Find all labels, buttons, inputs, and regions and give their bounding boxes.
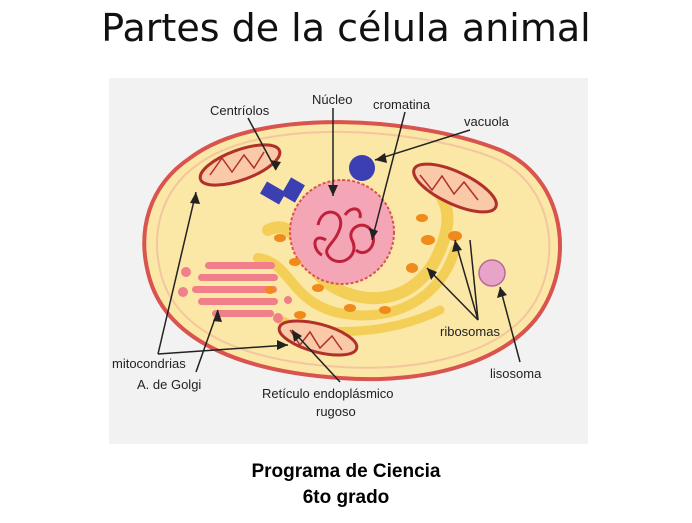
label-lisosoma: lisosoma xyxy=(490,366,542,381)
label-reticulo-line1: Retículo endoplásmico xyxy=(262,386,394,401)
mitochondrion-top-left xyxy=(198,143,282,187)
label-reticulo-line2: rugoso xyxy=(316,404,356,419)
label-cromatina: cromatina xyxy=(373,97,431,112)
footer-line2: 6to grado xyxy=(302,487,390,508)
label-golgi: A. de Golgi xyxy=(137,377,201,392)
label-centriolos: Centríolos xyxy=(210,103,270,118)
nucleus xyxy=(289,179,395,285)
label-ribosomas: ribosomas xyxy=(440,324,500,339)
lysosome xyxy=(478,259,506,287)
footer-line1: Programa de Ciencia xyxy=(251,461,441,482)
label-vacuola: vacuola xyxy=(464,114,510,129)
ribosomes xyxy=(265,214,462,319)
label-mitocondrias: mitocondrias xyxy=(112,356,186,371)
chromatin xyxy=(313,207,362,257)
vacuole xyxy=(349,155,375,181)
centrioles xyxy=(259,177,305,205)
mitochondrion-top-right xyxy=(412,162,498,214)
cell-membrane-inner xyxy=(156,130,551,369)
er-fold xyxy=(253,245,460,321)
mitochondrion-bottom xyxy=(277,319,359,357)
page-title: Partes de la célula animal xyxy=(101,6,591,50)
golgi-apparatus xyxy=(178,262,292,323)
label-nucleo: Núcleo xyxy=(312,92,352,107)
